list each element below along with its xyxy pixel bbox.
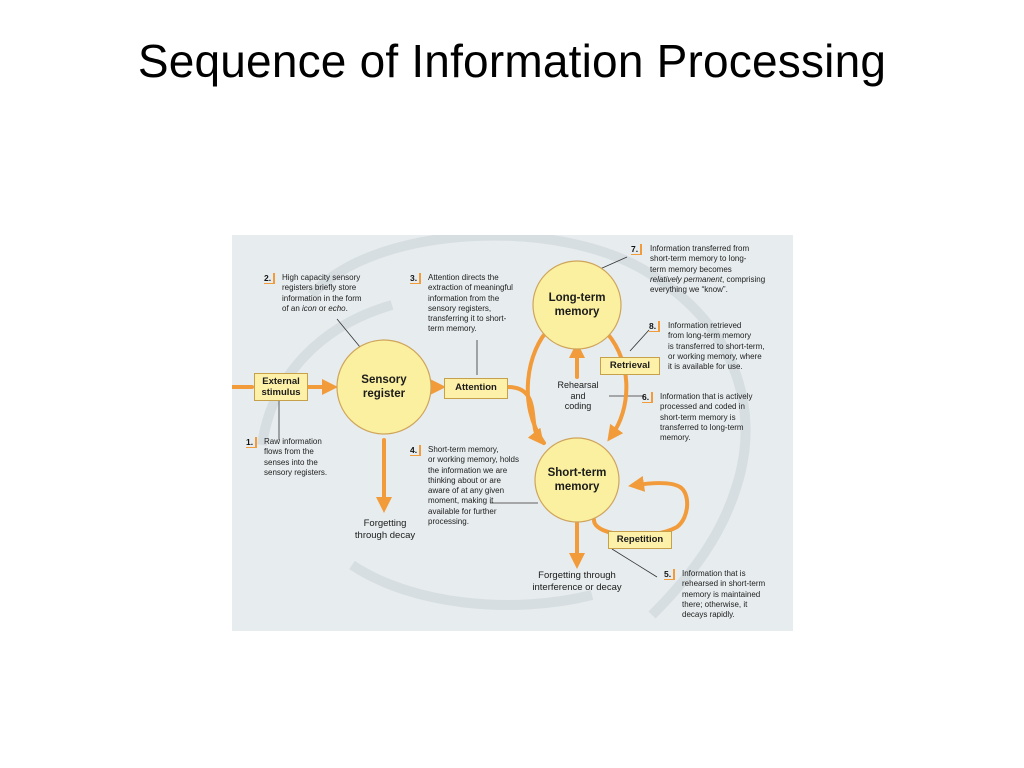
note-2-end: . <box>345 303 348 313</box>
note-5-number: 5. <box>664 569 676 580</box>
forgetting-through-decay-label: Forgetting through decay <box>354 518 416 541</box>
note-3-number: 3. <box>410 273 422 284</box>
sensory-register-label: Sensory register <box>361 374 407 400</box>
forgetting-through-interference-label: Forgetting through interference or decay <box>532 570 622 593</box>
note-5-text: Information that is rehearsed in short-t… <box>682 569 766 620</box>
note-2-icon-term: icon <box>302 303 317 313</box>
note-6-number: 6. <box>642 392 654 403</box>
arrow-attention-to-stm <box>506 385 544 446</box>
note-3-text: Attention directs the extraction of mean… <box>428 273 513 334</box>
long-term-memory-circle <box>532 260 622 350</box>
repetition-box: Repetition <box>608 531 672 549</box>
note-6-text: Information that is actively processed a… <box>660 392 753 443</box>
note-7-number: 7. <box>631 244 643 255</box>
note-7-end: , comprising everything we “know”. <box>650 274 766 295</box>
note-4-number: 4. <box>410 445 422 456</box>
note-8-number: 8. <box>649 321 661 332</box>
slide-title: Sequence of Information Processing <box>137 35 887 87</box>
short-term-memory-label: Short-term memory <box>547 467 607 493</box>
note-2-mid: or <box>316 303 329 313</box>
note-4-text: Short-term memory, or working memory, ho… <box>428 445 519 527</box>
note-7-text: Information transferred from short-term … <box>650 244 790 295</box>
memory-stores <box>336 260 622 523</box>
note-7-body: Information transferred from short-term … <box>650 244 750 274</box>
attention-box: Attention <box>444 378 508 399</box>
note-2-body: High capacity sensory registers briefly … <box>282 273 362 313</box>
note-2-text: High capacity sensory registers briefly … <box>282 273 402 314</box>
note-7-emphasis: relatively permanent <box>650 274 723 284</box>
background-brain-silhouette <box>257 235 751 619</box>
note-2-number: 2. <box>264 273 276 284</box>
note-1-number: 1. <box>246 437 258 448</box>
arrow-ltm-to-stm-loop <box>605 331 629 442</box>
diagram-canvas <box>232 235 751 619</box>
external-stimulus-box: External stimulus <box>254 373 308 401</box>
long-term-memory-label: Long-term memory <box>548 292 606 318</box>
retrieval-box: Retrieval <box>600 357 660 375</box>
short-term-memory-circle <box>534 437 620 523</box>
rehearsal-and-coding-label: Rehearsal and coding <box>557 380 599 411</box>
note-2-echo-term: echo <box>328 303 346 313</box>
arrow-stm-to-ltm-loop <box>525 322 556 445</box>
note-8-text: Information retrieved from long-term mem… <box>668 321 765 372</box>
note-1-text: Raw information flows from the senses in… <box>264 437 328 477</box>
sensory-register-circle <box>336 339 432 435</box>
information-processing-diagram: Sensory register Long-term memory Short-… <box>232 235 793 631</box>
